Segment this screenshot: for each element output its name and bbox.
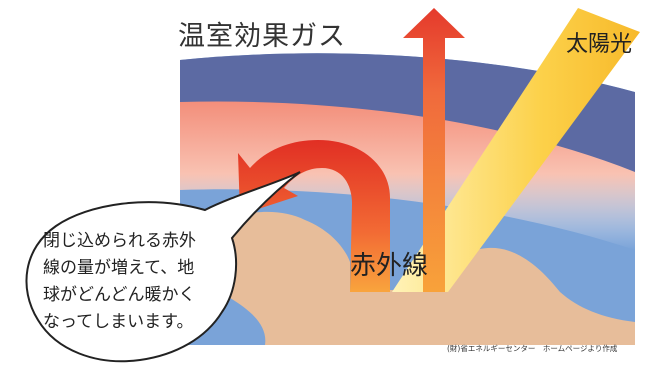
callout-line: 球がどんどん暖かく bbox=[43, 285, 196, 305]
sunlight-beam bbox=[392, 8, 640, 292]
atmosphere-band bbox=[180, 53, 635, 172]
escaping-infrared-arrow bbox=[403, 8, 465, 292]
trapped-infrared-arrow bbox=[238, 140, 390, 292]
sunlight-label: 太陽光 bbox=[566, 32, 633, 57]
callout-line: なってしまいます。 bbox=[43, 312, 194, 332]
callout-line: 閉じ込められる赤外 bbox=[43, 231, 196, 251]
landmass bbox=[199, 211, 635, 345]
callout-text: 閉じ込められる赤外 線の量が増えて、地 球がどんどん暖かく なってしまいます。 bbox=[43, 228, 218, 336]
callout-bubble bbox=[25, 171, 301, 363]
callout-line: 線の量が増えて、地 bbox=[43, 258, 195, 278]
source-credit: (財)省エネルギーセンター ホームページより作成 bbox=[447, 344, 618, 353]
infrared-label: 赤外線 bbox=[350, 251, 429, 281]
title-greenhouse-gas: 温室効果ガス bbox=[178, 21, 346, 52]
